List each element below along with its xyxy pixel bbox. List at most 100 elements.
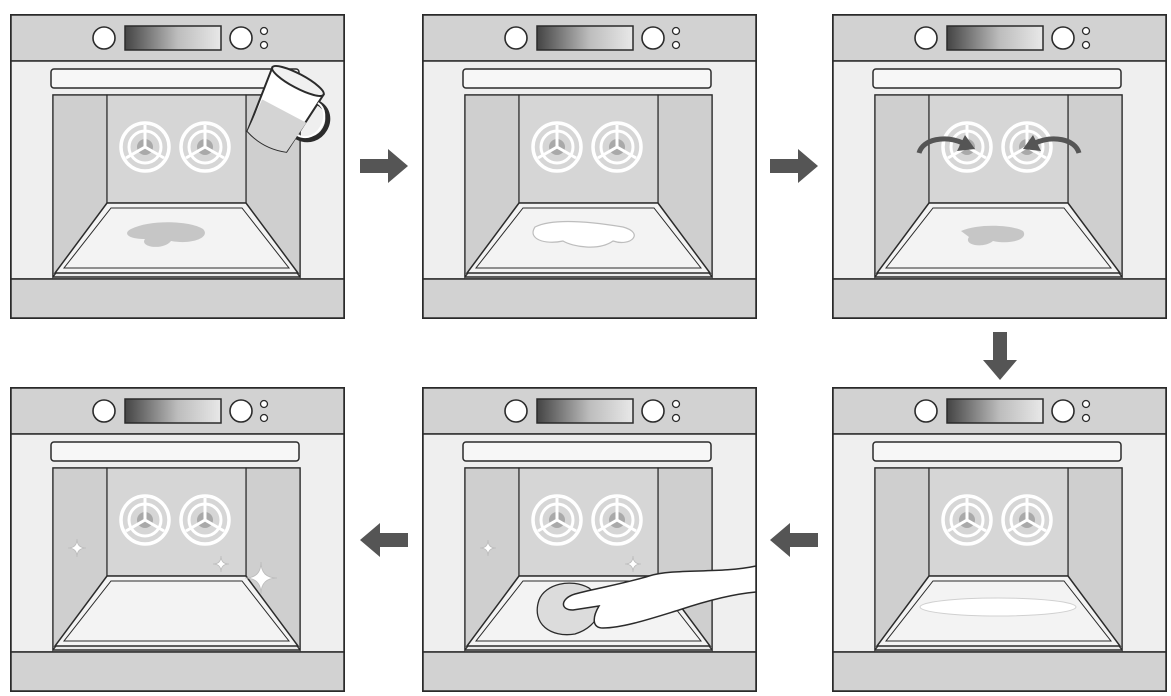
fan-guard-outer	[119, 121, 171, 173]
water-jug-icon	[246, 65, 331, 153]
display-window	[946, 25, 1044, 51]
display-window	[124, 398, 222, 424]
knob-right	[641, 399, 665, 423]
steam-film	[919, 597, 1077, 617]
fan-spoke	[597, 145, 618, 160]
sparkle-icon	[479, 539, 497, 557]
oven-base	[10, 278, 345, 319]
door-handle	[462, 68, 712, 89]
indicator-bottom	[1081, 413, 1091, 423]
fan-spoke	[204, 518, 225, 533]
fan-spoke	[144, 145, 165, 160]
rotate-arrow-icon	[1033, 136, 1082, 155]
floor-rim	[884, 580, 1113, 642]
knob-left	[504, 399, 528, 423]
flow-arrow-down	[983, 332, 1017, 380]
door-handle	[50, 68, 300, 89]
fan-guard-outer	[1001, 121, 1053, 173]
fan-spoke	[537, 145, 558, 160]
fan-right	[591, 121, 643, 173]
fan-spoke	[556, 145, 577, 160]
indicator-bottom	[1081, 40, 1091, 50]
knob-right	[229, 399, 253, 423]
arrow-head	[957, 135, 975, 151]
water-puddle	[961, 225, 1025, 246]
display-window	[946, 398, 1044, 424]
oven-base	[10, 651, 345, 692]
fan-spoke	[125, 145, 146, 160]
display-window	[124, 25, 222, 51]
indicator-top	[671, 26, 681, 36]
fan-guard-outer	[591, 494, 643, 546]
fan-spoke	[616, 518, 637, 533]
jug-water	[247, 99, 307, 152]
jug-handle-inner	[297, 102, 326, 139]
door-handle	[872, 68, 1122, 89]
knob-left	[914, 26, 938, 50]
knob-left	[504, 26, 528, 50]
oven-step-1	[10, 14, 345, 319]
knob-right	[641, 26, 665, 50]
indicator-top	[671, 399, 681, 409]
flow-arrow-shape	[360, 523, 408, 557]
indicator-bottom	[259, 40, 269, 50]
indicator-top	[259, 26, 269, 36]
flow-arrow-shape	[360, 149, 408, 183]
floor-rim	[884, 207, 1113, 269]
jug-rim	[271, 65, 325, 97]
fan-spoke	[616, 145, 637, 160]
display-window	[536, 398, 634, 424]
flow-arrow-shape	[983, 332, 1017, 380]
oven-step-2	[422, 14, 757, 319]
oven-step-3	[832, 14, 1167, 319]
fan-guard-outer	[179, 121, 231, 173]
sparkle-icon	[624, 555, 642, 573]
floor-rim	[474, 580, 703, 642]
fan-right	[1001, 494, 1053, 546]
fan-spoke	[537, 518, 558, 533]
indicator-bottom	[259, 413, 269, 423]
fan-spoke	[1026, 518, 1047, 533]
fan-guard-outer	[531, 494, 583, 546]
indicator-bottom	[671, 40, 681, 50]
oven-base	[422, 651, 757, 692]
fan-guard-outer	[531, 121, 583, 173]
oven-step-6	[10, 387, 345, 692]
water-puddle	[127, 222, 205, 247]
fan-spoke	[556, 518, 577, 533]
fan-right	[179, 494, 231, 546]
fan-spoke	[947, 518, 968, 533]
knob-right	[1051, 26, 1075, 50]
floor-rim	[474, 207, 703, 269]
fan-guard-outer	[941, 121, 993, 173]
door-handle	[872, 441, 1122, 462]
fan-left	[531, 494, 583, 546]
arrow-head	[1023, 135, 1041, 151]
fan-spoke	[185, 518, 206, 533]
fan-left	[531, 121, 583, 173]
floor-rim	[62, 580, 291, 642]
knob-left	[92, 26, 116, 50]
sparkle-icon	[244, 561, 278, 595]
fan-guard-outer	[941, 494, 993, 546]
fan-spoke	[204, 145, 225, 160]
oven-base	[422, 278, 757, 319]
flow-arrow-right	[770, 149, 818, 183]
indicator-top	[259, 399, 269, 409]
sparkle-icon	[212, 555, 230, 573]
door-handle	[50, 441, 300, 462]
door-handle	[462, 441, 712, 462]
display-window	[536, 25, 634, 51]
oven-step-5	[422, 387, 757, 692]
flow-arrow-right	[360, 149, 408, 183]
oven-step-4	[832, 387, 1167, 692]
fan-right	[179, 121, 231, 173]
knob-right	[1051, 399, 1075, 423]
indicator-bottom	[671, 413, 681, 423]
flow-arrow-left	[770, 523, 818, 557]
fan-left	[941, 494, 993, 546]
fan-spoke	[185, 145, 206, 160]
water-film	[532, 220, 635, 248]
cloth-hand-icon	[536, 565, 757, 636]
fan-right	[591, 494, 643, 546]
